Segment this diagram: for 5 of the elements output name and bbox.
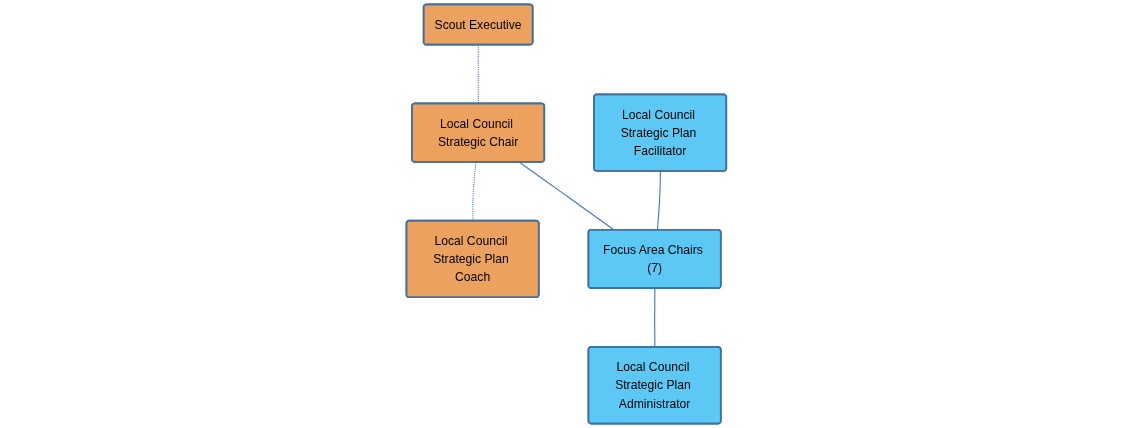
connector	[657, 170, 662, 231]
connector	[654, 287, 656, 348]
connector	[518, 161, 615, 231]
connector	[472, 161, 477, 222]
connector	[477, 44, 480, 105]
